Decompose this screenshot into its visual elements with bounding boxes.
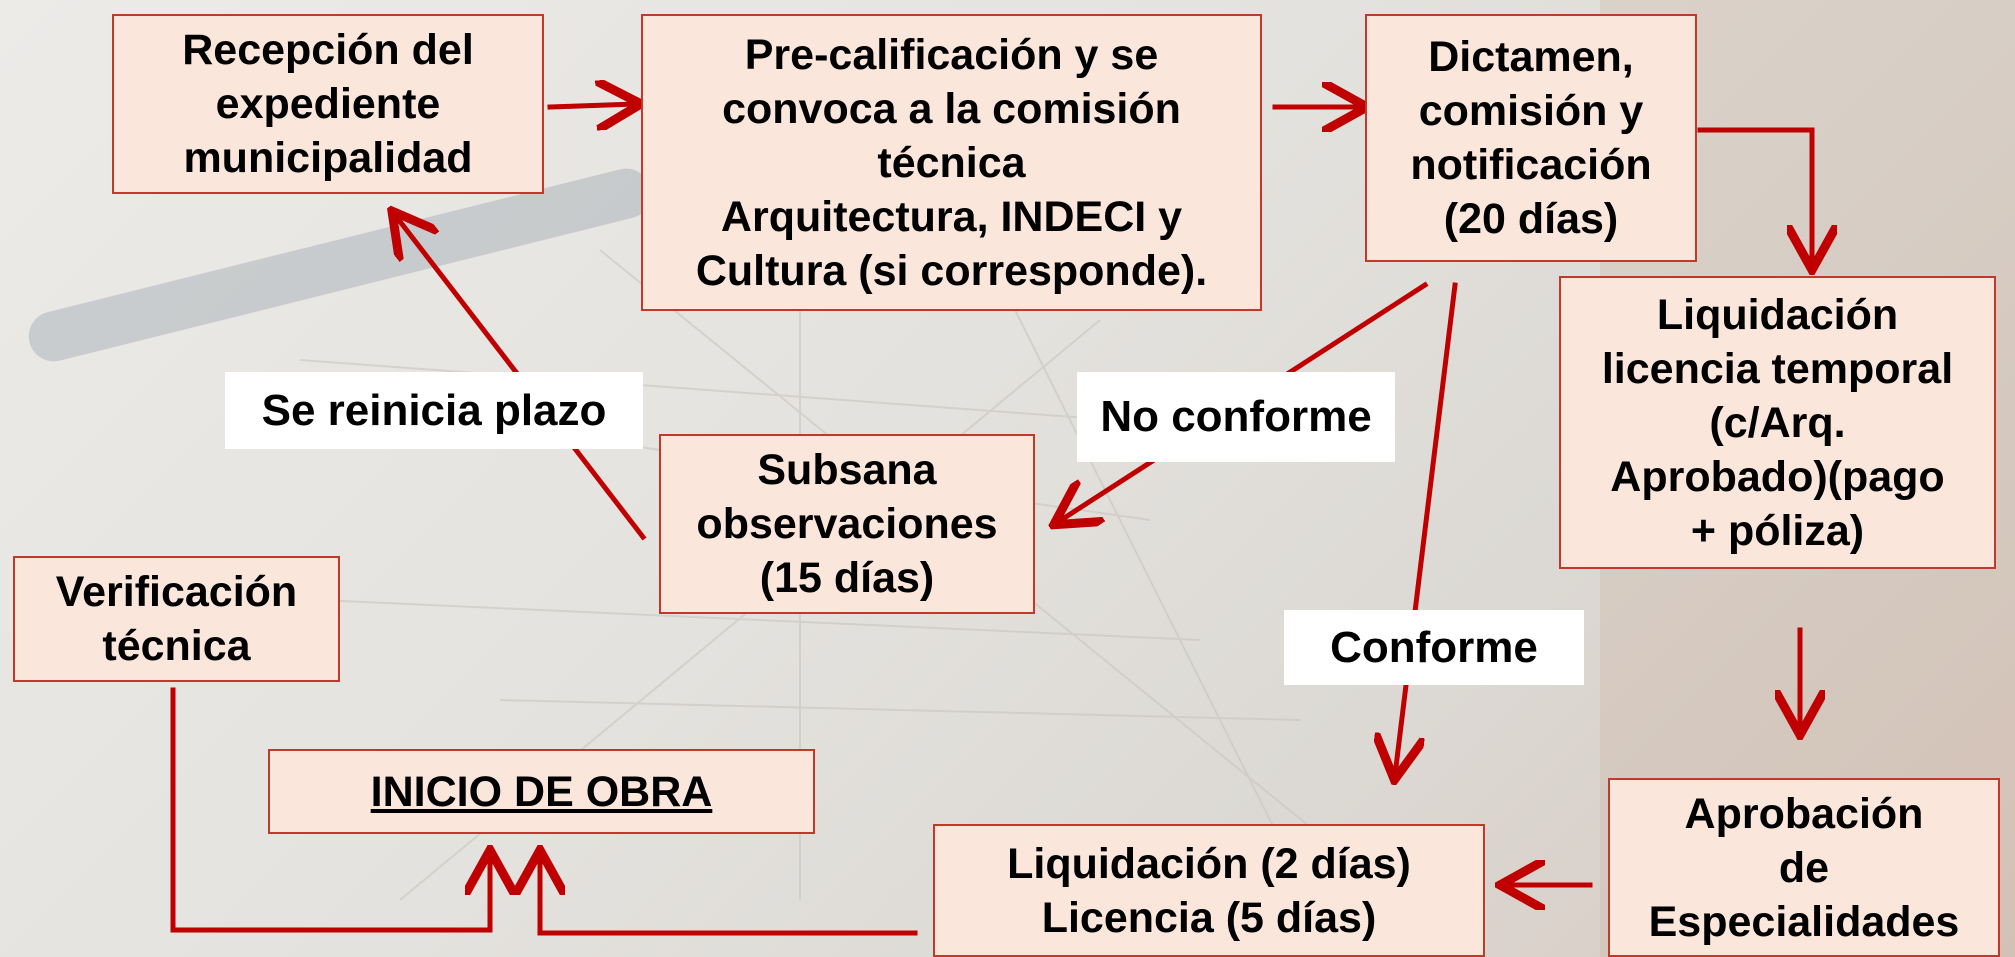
se-reinicia-plazo-label: Se reinicia plazo (225, 372, 643, 449)
aprobacion-line: Especialidades (1648, 897, 1960, 946)
subsana-line: (15 días) (759, 554, 935, 602)
dictamen-line: (20 días) (1443, 195, 1619, 243)
precalificacion-line: Cultura (si corresponde). (695, 246, 1208, 295)
subsana-line: observaciones (696, 500, 998, 548)
liquidacion-temporal-line: licencia temporal (1601, 344, 1954, 393)
recepcion-line: expediente (215, 80, 441, 128)
subsana-box: Subsana observaciones (15 días) (659, 434, 1035, 614)
liquidacion-licencia-line: Liquidación (2 días) (1007, 839, 1411, 888)
liquidacion-temporal-box: Liquidación licencia temporal (c/Arq. Ap… (1559, 276, 1996, 569)
liquidacion-temporal-line: Aprobado)(pago (1610, 452, 1945, 501)
liquidacion-temporal-line: Liquidación (1656, 290, 1899, 339)
recepcion-line: Recepción del (182, 26, 474, 74)
recepcion-line: municipalidad (183, 134, 473, 182)
aprobacion-line: de (1778, 843, 1830, 892)
inicio-obra-title: INICIO DE OBRA (370, 767, 713, 816)
precalificacion-line: técnica (877, 138, 1026, 187)
inicio-obra-box: INICIO DE OBRA (268, 749, 815, 834)
precalificacion-box: Pre-calificación y se convoca a la comis… (641, 14, 1262, 311)
subsana-line: Subsana (757, 446, 937, 494)
dictamen-box: Dictamen, comisión y notificación (20 dí… (1365, 14, 1697, 262)
aprobacion-box: Aprobación de Especialidades (1608, 778, 2000, 957)
verificacion-line: técnica (102, 622, 251, 670)
aprobacion-line: Aprobación (1684, 789, 1924, 838)
liquidacion-temporal-line: (c/Arq. (1709, 398, 1846, 447)
verificacion-line: Verificación (55, 568, 298, 616)
precalificacion-line: Pre-calificación y se (744, 30, 1159, 79)
liquidacion-temporal-line: + póliza) (1690, 506, 1865, 555)
dictamen-line: notificación (1410, 141, 1652, 189)
dictamen-line: comisión y (1418, 87, 1644, 135)
verificacion-box: Verificación técnica (13, 556, 340, 682)
liquidacion-licencia-line: Licencia (5 días) (1041, 893, 1377, 942)
no-conforme-label: No conforme (1077, 372, 1395, 462)
dictamen-line: Dictamen, (1428, 33, 1634, 81)
precalificacion-line: convoca a la comisión (722, 84, 1181, 133)
liquidacion-licencia-box: Liquidación (2 días) Licencia (5 días) (933, 824, 1485, 957)
recepcion-box: Recepción del expediente municipalidad (112, 14, 544, 194)
conforme-label: Conforme (1284, 610, 1584, 685)
precalificacion-line: Arquitectura, INDECI y (720, 192, 1183, 241)
